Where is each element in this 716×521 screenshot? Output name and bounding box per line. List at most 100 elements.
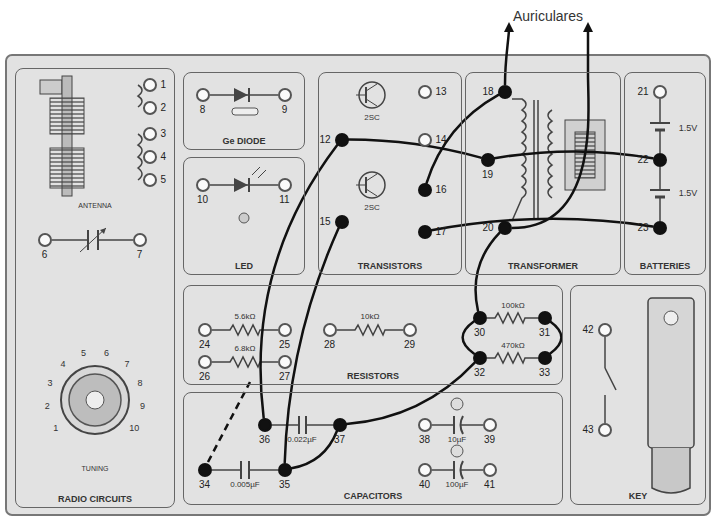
dial-number: 1 <box>53 423 58 432</box>
terminal-number: 21 <box>637 87 648 97</box>
value-label: 0.022µF <box>287 436 317 444</box>
terminal-post: 10 <box>196 178 210 192</box>
value-label: 1.5V <box>679 124 698 133</box>
terminal-post: 34 <box>198 463 212 477</box>
terminal-post: 26 <box>198 355 212 369</box>
value-label: 100µF <box>446 481 469 489</box>
terminal-number: 43 <box>582 425 593 435</box>
value-label: 0.005µF <box>230 481 260 489</box>
terminal-number: 18 <box>482 87 493 97</box>
terminal-number: 38 <box>419 435 430 445</box>
component-panel: LED1011 <box>183 157 305 275</box>
terminal-post: 11 <box>278 178 292 192</box>
terminal-post: 31 <box>538 311 552 325</box>
terminal-post: 16 <box>418 183 432 197</box>
terminal-post: 18 <box>498 85 512 99</box>
terminal-number: 29 <box>404 340 415 350</box>
terminal-number: 36 <box>259 435 270 445</box>
terminal-number: 33 <box>539 368 550 378</box>
terminal-number: 20 <box>482 223 493 233</box>
terminal-post: 40 <box>418 463 432 477</box>
terminal-post: 6 <box>38 233 52 247</box>
terminal-number: 9 <box>282 105 288 115</box>
component-panel: TRANSFORMER181920 <box>465 72 621 275</box>
terminal-number: 10 <box>197 195 208 205</box>
terminal-number: 25 <box>279 340 290 350</box>
value-label: 6.8kΩ <box>234 345 255 353</box>
component-panel: KEY4243 <box>570 285 706 505</box>
dial-number: 4 <box>61 360 66 369</box>
terminal-post: 25 <box>278 323 292 337</box>
value-label: 100kΩ <box>501 302 524 310</box>
terminal-number: 39 <box>484 435 495 445</box>
value-label: ANTENNA <box>78 202 111 209</box>
terminal-post: 36 <box>258 418 272 432</box>
terminal-post: 38 <box>418 418 432 432</box>
terminal-post: 33 <box>538 351 552 365</box>
terminal-number: 42 <box>582 325 593 335</box>
terminal-post: 39 <box>483 418 497 432</box>
value-label: 10µF <box>448 436 466 444</box>
component-panel: RESISTORS 24 25 26 27 28 29 30 31 32 33 <box>183 285 563 385</box>
terminal-post: 1 <box>143 78 157 92</box>
panel-title: RESISTORS <box>184 371 562 381</box>
hookup-wire <box>427 95 499 183</box>
value-label: 2SC <box>364 204 380 212</box>
terminal-post: 35 <box>278 463 292 477</box>
terminal-post: 30 <box>473 311 487 325</box>
value-label: 5.6kΩ <box>234 313 255 321</box>
terminal-post: 42 <box>598 323 612 337</box>
hookup-wire <box>261 145 338 417</box>
terminal-post: 37 <box>333 418 347 432</box>
terminal-post: 15 <box>335 215 349 229</box>
dial-number: 6 <box>104 349 109 358</box>
dial-number: 10 <box>129 423 139 432</box>
terminal-number: 35 <box>279 480 290 490</box>
terminal-post: 7 <box>133 233 147 247</box>
terminal-number: 1 <box>161 80 167 90</box>
terminal-post: 27 <box>278 355 292 369</box>
terminal-post: 4 <box>143 150 157 164</box>
terminal-post: 5 <box>143 173 157 187</box>
terminal-number: 24 <box>199 340 210 350</box>
terminal-number: 16 <box>436 185 447 195</box>
terminal-post: 19 <box>481 153 495 167</box>
dial-number: 8 <box>137 379 142 388</box>
terminal-post: 14 <box>418 133 432 147</box>
terminal-post: 2 <box>143 101 157 115</box>
terminal-post: 22 <box>653 153 667 167</box>
terminal-number: 30 <box>474 328 485 338</box>
terminal-number: 11 <box>279 195 289 205</box>
terminal-number: 32 <box>474 368 485 378</box>
panel-title: CAPACITORS <box>184 491 562 501</box>
terminal-number: 37 <box>334 435 345 445</box>
terminal-number: 28 <box>324 340 335 350</box>
terminal-number: 40 <box>419 480 430 490</box>
terminal-post: 20 <box>498 221 512 235</box>
value-label: 1.5V <box>679 189 698 198</box>
terminal-post: 21 <box>653 85 667 99</box>
terminal-number: 26 <box>199 372 210 382</box>
panel-title: RADIO CIRCUITS <box>16 494 174 504</box>
hookup-wire <box>285 228 339 463</box>
component-panel: TRANSISTORS121314151617 <box>318 72 462 275</box>
terminal-number: 23 <box>637 223 648 233</box>
terminal-number: 22 <box>637 155 648 165</box>
terminal-post: 24 <box>198 323 212 337</box>
value-label: TUNING <box>82 465 109 472</box>
hookup-wire <box>463 322 474 354</box>
hookup-wire <box>476 233 500 311</box>
terminal-number: 34 <box>199 480 210 490</box>
terminal-number: 41 <box>484 480 495 490</box>
terminal-number: 7 <box>137 250 143 260</box>
terminal-post: 29 <box>403 323 417 337</box>
terminal-post: 3 <box>143 127 157 141</box>
component-panel: Ge DIODE89 <box>183 72 305 150</box>
value-label: 470kΩ <box>501 342 524 350</box>
panel-title: TRANSISTORS <box>319 261 461 271</box>
terminal-number: 8 <box>200 105 206 115</box>
terminal-number: 31 <box>539 328 550 338</box>
